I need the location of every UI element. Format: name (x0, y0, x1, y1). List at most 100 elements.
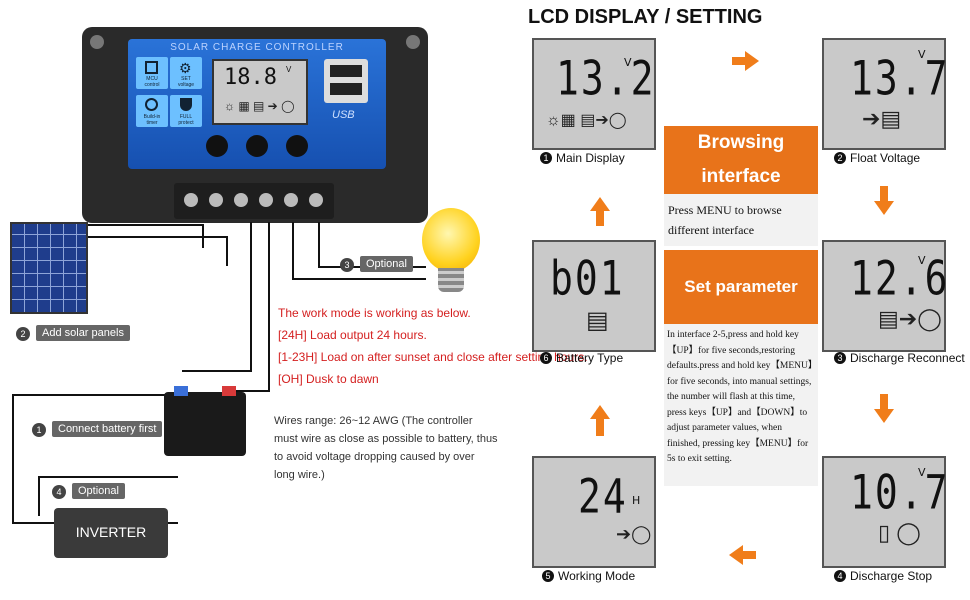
arrow-left-icon (729, 545, 743, 565)
label-4-text: Optional (72, 483, 125, 499)
arrow-down-icon (874, 201, 894, 215)
browsing-title: Browsing interface (664, 126, 818, 194)
label-3-text: Optional (360, 256, 413, 272)
label-4-dot: 4 (52, 485, 66, 499)
lcd-value: b01 (550, 250, 625, 306)
wires-note: Wires range: 26~12 AWG (The controller m… (274, 415, 498, 481)
battery-icon (164, 386, 246, 456)
set-key: ⚙ SET voltage (170, 57, 202, 89)
lcd-status-icons: ☼ ▦ ▤ ➔ ◯ (224, 99, 295, 113)
arrow-left-shaft (742, 551, 756, 559)
usb-port-1 (330, 65, 362, 77)
battery-terminal-pos (222, 386, 236, 396)
work-mode-line-4: [OH] Dusk to dawn (278, 372, 379, 386)
lcd-value: 24 (578, 468, 628, 524)
lcd-unit: V (918, 254, 926, 267)
down-button[interactable] (286, 135, 308, 157)
mount-hole-left (90, 35, 104, 49)
battery-terminal-neg (174, 386, 188, 396)
solar-panel (10, 222, 88, 314)
lcd-unit: V (918, 48, 926, 61)
wire-solar-2 (88, 236, 228, 266)
label-2-dot: 2 (16, 327, 30, 341)
terminal-screw (259, 193, 273, 207)
lcd-value: 10.7 (850, 464, 950, 520)
controller-lcd: 18.8 V ☼ ▦ ▤ ➔ ◯ (212, 59, 308, 125)
bulb-icon (422, 208, 480, 272)
mcu-key-label: MCU control (144, 76, 160, 88)
lcd-panel-discharge-reconnect: 12.6 V ▤➔◯ (822, 240, 948, 352)
arrow-up-shaft (596, 418, 604, 436)
set-parameter-title-text: Set parameter (684, 277, 798, 296)
browsing-title-text: Browsing interface (697, 132, 785, 187)
inverter: INVERTER (54, 508, 168, 558)
lcd-panel-working-mode: 24 H ➔◯ (532, 456, 656, 568)
lcd-value: 13.2 (556, 50, 656, 106)
arrow-right-icon (745, 51, 759, 71)
up-button[interactable] (246, 135, 268, 157)
lcd-unit: V (918, 466, 926, 479)
mount-hole-right (406, 35, 420, 49)
work-mode-line-1: The work mode is working as below. (278, 306, 471, 320)
arrow-down-shaft (880, 394, 888, 410)
terminal-screw (284, 193, 298, 207)
battery-icon: ▤ (586, 307, 609, 334)
wire-load (292, 222, 426, 280)
battery-icons: ➔▤ (862, 106, 902, 131)
label-1-dot: 1 (32, 423, 46, 437)
terminal-screw (184, 193, 198, 207)
load-bulb-icons: ➔◯ (616, 524, 652, 544)
set-parameter-info: In interface 2-5,press and hold key【UP】f… (664, 324, 818, 486)
gear-icon: ⚙ (179, 60, 192, 76)
terminal-screw (309, 193, 323, 207)
terminal-block (174, 183, 334, 219)
protect-key-label: FULL protect (178, 114, 194, 126)
inverter-label: INVERTER (75, 524, 147, 540)
wire-inverter-2 (38, 476, 178, 516)
chip-icon (145, 61, 158, 74)
set-key-label: SET voltage (177, 76, 195, 88)
solar-battery-bulb-icons: ☼▦ ▤➔◯ (546, 112, 627, 129)
terminal-screw (209, 193, 223, 207)
terminal-screw (234, 193, 248, 207)
arrow-down-shaft (880, 186, 888, 202)
lcd-panel-battery-type: b01 ▤ (532, 240, 656, 352)
charge-controller: SOLAR CHARGE CONTROLLER MCU control ⚙ SE… (82, 27, 428, 223)
battery-bulb-icons: ▤➔◯ (878, 306, 942, 331)
protect-key: FULL protect (170, 95, 202, 127)
shield-icon (180, 98, 192, 111)
controller-lcd-value: 18.8 (224, 65, 277, 90)
work-mode-line-3: [1-23H] Load on after sunset and close a… (278, 350, 588, 364)
lcd-panel-discharge-stop: 10.7 V ▯ ◯ (822, 456, 948, 568)
arrow-up-icon (590, 405, 610, 419)
browsing-text: Press MENU to browse different interface (668, 203, 782, 237)
mcu-key: MCU control (136, 57, 168, 89)
arrow-up-icon (590, 197, 610, 211)
wire-battery (182, 222, 252, 372)
arrow-up-shaft (596, 210, 604, 226)
controller-header: SOLAR CHARGE CONTROLLER (170, 42, 344, 53)
controller-lcd-unit: V (286, 65, 292, 74)
menu-button[interactable] (206, 135, 228, 157)
lcd-value: 13.7 (850, 50, 950, 106)
lcd-panel-float-voltage: 13.7 V ➔▤ (822, 38, 948, 150)
lcd-value: 12.6 (850, 250, 950, 306)
lcd-unit: V (624, 56, 632, 69)
arrow-down-icon (874, 409, 894, 423)
label-2-text: Add solar panels (36, 325, 130, 341)
work-mode-line-2: [24H] Load output 24 hours. (278, 328, 427, 342)
usb-port-2 (330, 83, 362, 95)
arrow-right-shaft (732, 57, 746, 65)
page-title: LCD DISPLAY / SETTING (528, 6, 763, 28)
set-parameter-title: Set parameter (664, 250, 818, 324)
lcd-unit: H (632, 494, 641, 507)
timer-key-label: Build-in timer (143, 114, 161, 126)
lcd-panel-main-display: 13.2 V ☼▦ ▤➔◯ (532, 38, 656, 150)
timer-key: Build-in timer (136, 95, 168, 127)
empty-battery-bulb-icons: ▯ ◯ (878, 520, 921, 545)
